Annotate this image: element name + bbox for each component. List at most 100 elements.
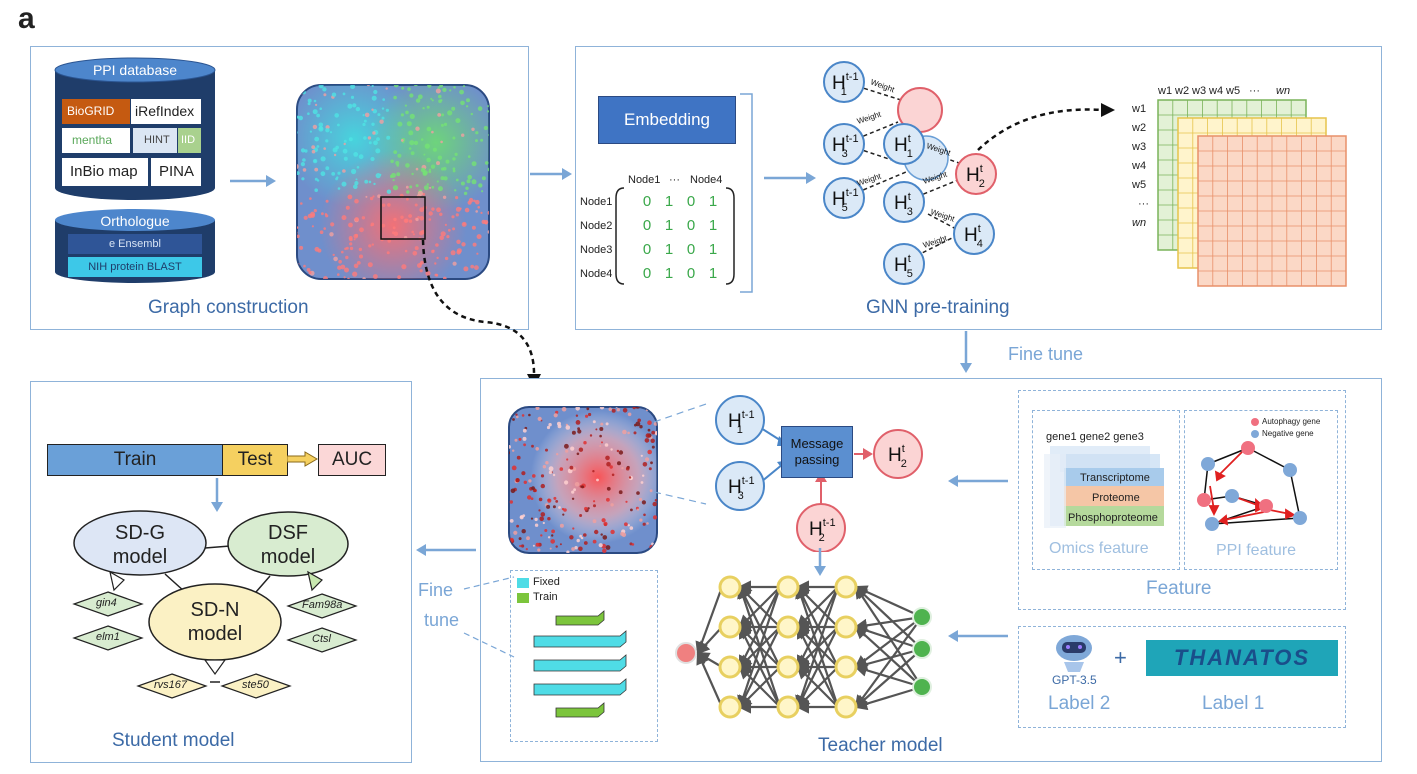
network-node — [515, 413, 518, 416]
matrix-cell: 0 — [686, 193, 696, 210]
matrix-col-header: Node4 — [690, 174, 723, 186]
network-node — [578, 546, 583, 552]
network-node — [461, 133, 465, 137]
network-node — [431, 99, 434, 102]
network-node — [392, 179, 395, 182]
network-node — [325, 139, 329, 143]
network-node — [368, 141, 372, 145]
network-node — [436, 256, 439, 260]
network-node — [431, 130, 434, 134]
network-node — [553, 413, 558, 418]
matrix-cell: 1 — [708, 241, 718, 258]
network-node — [411, 230, 414, 234]
network-node — [440, 140, 443, 144]
network-node — [639, 425, 643, 429]
network-node — [409, 93, 414, 98]
network-node — [429, 186, 432, 189]
nn-hidden-node — [776, 575, 800, 599]
network-node — [522, 436, 527, 441]
network-node — [484, 161, 489, 165]
nn-edge — [695, 586, 724, 656]
network-node — [316, 145, 320, 148]
network-node — [592, 539, 597, 544]
network-node — [437, 186, 443, 192]
network-node — [300, 162, 305, 167]
auc-box: AUC — [318, 444, 386, 476]
network-node — [350, 85, 356, 90]
network-node — [426, 157, 431, 163]
network-node — [599, 427, 604, 431]
network-node — [435, 243, 439, 247]
dashed-arrow-zoom — [421, 239, 541, 388]
network-node — [487, 94, 489, 97]
network-node — [319, 107, 322, 110]
network-node — [321, 212, 324, 216]
network-node — [304, 149, 308, 153]
network-node — [364, 112, 370, 118]
network-node — [430, 164, 436, 169]
network-node — [555, 500, 559, 503]
network-node — [323, 276, 328, 279]
matrix-cell: 0 — [642, 193, 652, 210]
fine-tune-guide-lines — [463, 576, 515, 658]
embedding-box: Embedding — [598, 96, 736, 144]
arrow-graph-to-gnn — [530, 168, 572, 180]
network-node — [417, 216, 420, 219]
network-node — [379, 119, 384, 124]
network-node — [531, 486, 535, 490]
network-node — [364, 179, 369, 184]
network-node — [371, 108, 374, 111]
network-node — [567, 468, 573, 474]
ppi-legend-autophagy: Autophagy gene — [1262, 417, 1321, 426]
network-node — [514, 438, 518, 442]
network-node — [413, 85, 419, 87]
network-node — [548, 423, 552, 427]
network-node — [601, 518, 606, 523]
network-node — [350, 95, 355, 99]
network-node — [476, 234, 482, 240]
network-node — [379, 173, 382, 176]
network-node — [455, 178, 459, 182]
test-box: Test — [222, 444, 288, 476]
fine-tune-side-label-2: tune — [424, 610, 460, 630]
network-node — [436, 180, 439, 183]
network-node — [337, 265, 342, 270]
network-node — [405, 163, 410, 168]
svg-text:Ht2: Ht2 — [888, 443, 907, 470]
network-node — [628, 476, 632, 479]
network-node — [356, 261, 361, 265]
network-node — [466, 98, 470, 103]
network-node — [449, 89, 452, 92]
network-node — [338, 259, 342, 264]
arrow-train-to-models — [211, 478, 223, 512]
network-node — [650, 461, 653, 465]
network-node — [404, 218, 409, 223]
network-node — [365, 195, 368, 198]
network-node — [583, 541, 588, 545]
network-node — [548, 470, 553, 475]
network-node — [417, 263, 422, 268]
matrix-col-header: Node1 — [628, 174, 661, 186]
omics-layer-transcriptome: Transcriptome — [1080, 472, 1150, 484]
network-node — [323, 147, 326, 150]
network-node — [309, 278, 312, 279]
network-node — [599, 434, 602, 438]
network-node — [617, 461, 621, 466]
network-node — [555, 545, 558, 548]
network-node — [397, 153, 402, 158]
network-node — [344, 247, 347, 251]
network-node — [562, 513, 565, 516]
network-node — [483, 125, 488, 131]
network-node — [370, 156, 375, 162]
network-node — [368, 244, 372, 248]
network-node — [647, 428, 651, 432]
network-node — [564, 443, 569, 449]
network-node — [298, 115, 303, 121]
network-node — [362, 277, 366, 279]
network-node — [509, 445, 511, 449]
network-node — [452, 169, 456, 173]
network-node — [550, 539, 555, 544]
network-node — [515, 478, 520, 483]
